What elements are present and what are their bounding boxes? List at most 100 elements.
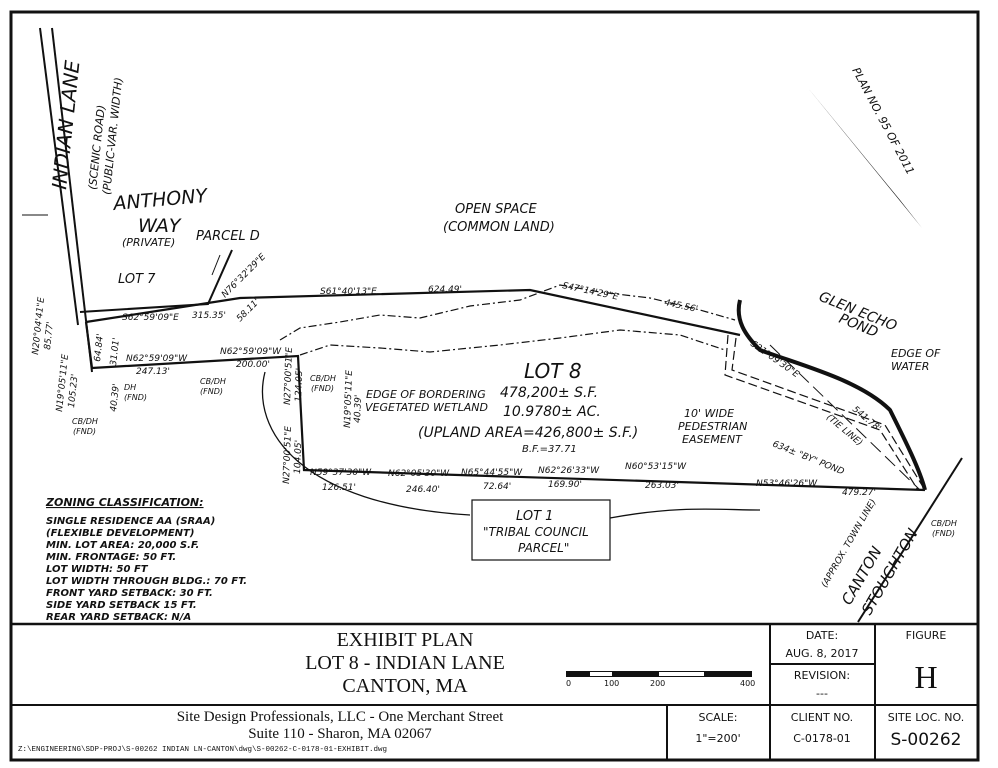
edge-of-water-label: EDGE OF [891, 347, 941, 360]
svg-text:S61°40'13"E: S61°40'13"E [320, 287, 377, 297]
svg-text:CB/DH: CB/DH [200, 377, 226, 386]
wetland-label: EDGE OF BORDERING [366, 388, 486, 401]
svg-text:N62°26'33"W: N62°26'33"W [538, 466, 600, 476]
date-value: AUG. 8, 2017 [785, 647, 858, 660]
sheet-border [9, 10, 980, 762]
lot-boundaries [79, 249, 926, 492]
private-note: (PRIVATE) [122, 236, 175, 249]
site-loc-value: S-00262 [890, 730, 961, 750]
svg-text:(FND): (FND) [932, 529, 955, 538]
svg-text:CB/DH: CB/DH [310, 374, 336, 383]
svg-text:S62°59'09"E: S62°59'09"E [122, 313, 179, 323]
svg-text:LOT WIDTH: 50 FT: LOT WIDTH: 50 FT [46, 564, 149, 575]
plan-title: EXHIBIT PLAN [337, 629, 474, 651]
indian-lane-road [22, 27, 93, 373]
svg-text:SIDE YARD SETBACK 15 FT.: SIDE YARD SETBACK 15 FT. [46, 600, 197, 611]
date-label: DATE: [806, 629, 838, 642]
plan-subtitle: LOT 8 - INDIAN LANE [305, 652, 505, 674]
bearing-labels: N76°32'29"E 58.11' S61°40'13"E 624.49' S… [31, 252, 882, 498]
wetland-label-2: VEGETATED WETLAND [365, 401, 488, 414]
svg-text:N27°00'51"E: N27°00'51"E [282, 426, 294, 485]
site-loc-label: SITE LOC. NO. [888, 711, 964, 724]
svg-text:246.40': 246.40' [406, 485, 440, 495]
zoning-classification: ZONING CLASSIFICATION: SINGLE RESIDENCE … [45, 496, 247, 623]
svg-text:445.56': 445.56' [663, 298, 698, 315]
figure-label: FIGURE [906, 629, 947, 642]
svg-text:FRONT YARD SETBACK: 30 FT.: FRONT YARD SETBACK: 30 FT. [46, 588, 213, 599]
svg-text:479.27': 479.27' [842, 488, 876, 498]
svg-text:LOT WIDTH THROUGH BLDG.: 70 FT: LOT WIDTH THROUGH BLDG.: 70 FT. [46, 576, 247, 587]
svg-text:N62°59'09"W: N62°59'09"W [220, 347, 282, 357]
svg-text:ZONING CLASSIFICATION:: ZONING CLASSIFICATION: [45, 496, 204, 509]
svg-text:N59°37'30"W: N59°37'30"W [310, 468, 372, 478]
svg-text:(FLEXIBLE DEVELOPMENT): (FLEXIBLE DEVELOPMENT) [46, 528, 194, 539]
svg-text:400: 400 [740, 679, 755, 688]
svg-text:(FND): (FND) [311, 384, 334, 393]
edge-of-water-label-2: WATER [891, 360, 929, 373]
lot8-title: LOT 8 [524, 359, 582, 383]
svg-text:MIN. LOT AREA: 20,000 S.F.: MIN. LOT AREA: 20,000 S.F. [46, 540, 199, 551]
plan-location: CANTON, MA [342, 675, 468, 697]
easement-label-3: EASEMENT [682, 433, 743, 446]
svg-text:169.90': 169.90' [548, 480, 582, 490]
svg-text:541.78': 541.78' [850, 405, 882, 434]
svg-text:CB/DH: CB/DH [72, 417, 98, 426]
revision-label: REVISION: [794, 669, 850, 682]
company-address: Suite 110 - Sharon, MA 02067 [248, 726, 432, 742]
svg-text:(FND): (FND) [200, 387, 223, 396]
svg-text:N27°00'51"E: N27°00'51"E [283, 347, 295, 406]
plan-number-label: PLAN NO. 95 OF 2011 [849, 65, 917, 177]
svg-text:(FND): (FND) [73, 427, 96, 436]
scale-bar: 0 100 200 400 [566, 671, 755, 688]
svg-text:CB/DH: CB/DH [931, 519, 957, 528]
svg-text:126.51': 126.51' [322, 483, 356, 493]
lot7-label: LOT 7 [118, 272, 156, 287]
file-path: Z:\ENGINEERING\SDP-PROJ\S-00262 INDIAN L… [18, 746, 387, 754]
svg-text:40.39': 40.39' [353, 395, 364, 424]
wetland-edge [279, 284, 736, 356]
svg-text:315.35': 315.35' [192, 311, 226, 321]
svg-text:40.39': 40.39' [109, 383, 122, 412]
anthony-way-label: ANTHONY [111, 185, 210, 215]
monument-labels: CB/DH(FND) DH(FND) CB/DH(FND) CB/DH(FND)… [72, 374, 957, 538]
revision-value: --- [816, 687, 828, 700]
svg-text:624.49': 624.49' [428, 285, 462, 295]
svg-text:85.77': 85.77' [43, 321, 56, 350]
lot1-name-2: PARCEL" [518, 541, 569, 555]
pond-edge-of-water [736, 299, 927, 491]
svg-text:(FND): (FND) [124, 393, 147, 402]
lot1-box [471, 499, 611, 561]
company-name: Site Design Professionals, LLC - One Mer… [177, 709, 504, 725]
town-line [857, 457, 963, 623]
open-space-label: OPEN SPACE [455, 202, 538, 217]
scale-value: 1"=200' [695, 732, 740, 745]
svg-text:64.84': 64.84' [93, 333, 106, 362]
north-arrow-wedge [808, 88, 922, 228]
client-label: CLIENT NO. [791, 711, 853, 724]
svg-text:200: 200 [650, 679, 665, 688]
svg-text:31.01': 31.01' [109, 337, 122, 366]
title-block: EXHIBIT PLAN LOT 8 - INDIAN LANE CANTON,… [11, 622, 978, 760]
common-land-label: (COMMON LAND) [443, 220, 555, 235]
svg-text:SINGLE RESIDENCE AA (SRAA): SINGLE RESIDENCE AA (SRAA) [46, 516, 215, 527]
svg-text:MIN. FRONTAGE: 50 FT.: MIN. FRONTAGE: 50 FT. [46, 552, 176, 563]
easement-label: 10' WIDE [684, 407, 734, 420]
lot1-name: "TRIBAL COUNCIL [483, 525, 589, 539]
svg-text:58.11': 58.11' [235, 297, 262, 324]
anthony-way-label-2: WAY [138, 215, 182, 237]
svg-text:634± "BY" POND: 634± "BY" POND [771, 440, 846, 478]
figure-value: H [914, 659, 937, 695]
svg-text:N62°05'30"W: N62°05'30"W [388, 469, 450, 479]
svg-text:105.23': 105.23' [67, 373, 80, 408]
svg-text:200.00': 200.00' [236, 360, 270, 370]
svg-text:124.05': 124.05' [294, 368, 305, 402]
svg-text:N62°59'09"W: N62°59'09"W [126, 354, 188, 364]
client-value: C-0178-01 [793, 732, 851, 745]
svg-text:REAR YARD SETBACK: N/A: REAR YARD SETBACK: N/A [46, 612, 191, 623]
svg-text:263.03': 263.03' [645, 481, 679, 491]
lot1-arrow [261, 371, 761, 519]
svg-text:N65°44'55"W: N65°44'55"W [461, 468, 523, 478]
svg-text:100: 100 [604, 679, 619, 688]
svg-text:N60°53'15"W: N60°53'15"W [625, 462, 687, 472]
